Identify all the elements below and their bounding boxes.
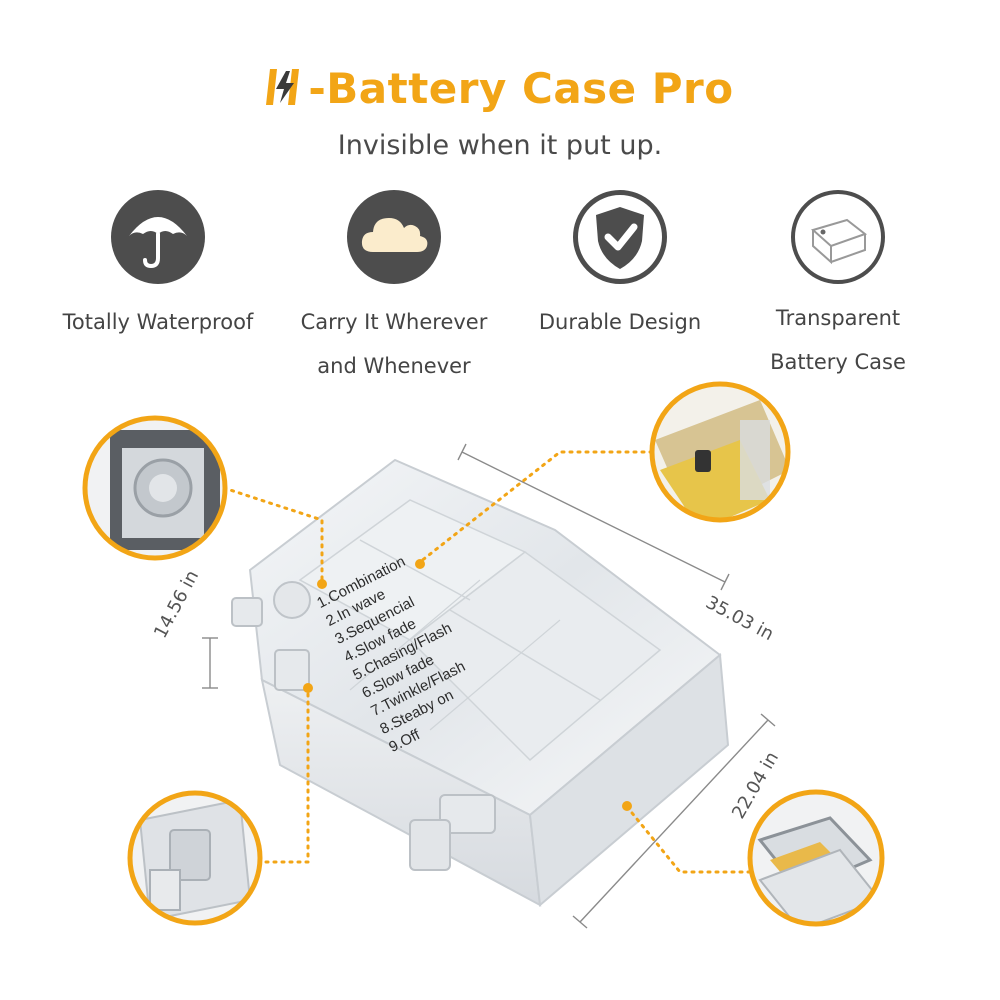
product-title: -Battery Case Pro bbox=[0, 64, 1000, 119]
feature-label-line2: Battery Case bbox=[770, 350, 906, 374]
product-title-text: -Battery Case Pro bbox=[308, 64, 734, 113]
product-subtitle: Invisible when it put up. bbox=[337, 130, 663, 161]
zoom-detail-seal bbox=[747, 789, 885, 927]
dimension-lines bbox=[202, 443, 776, 929]
callout-lines bbox=[222, 450, 752, 874]
zoom-detail-corner bbox=[649, 381, 791, 523]
box-icon bbox=[791, 190, 885, 284]
zoom-detail-latch bbox=[82, 415, 228, 561]
feature-label: Durable Design bbox=[538, 310, 702, 334]
zoom-detail-hinge bbox=[127, 790, 263, 926]
cloud-icon bbox=[347, 190, 441, 284]
feature-carry: Carry It Wherever and Whenever bbox=[274, 190, 514, 388]
feature-label: Totally Waterproof bbox=[62, 310, 254, 334]
h-lightning-logo-icon bbox=[266, 65, 306, 119]
battery-case-body bbox=[231, 458, 730, 907]
feature-label-line2: and Whenever bbox=[317, 354, 471, 378]
feature-transparent: Transparent Battery Case bbox=[718, 190, 958, 384]
shield-check-icon bbox=[573, 190, 667, 284]
umbrella-icon bbox=[111, 190, 205, 284]
feature-durable: Durable Design bbox=[500, 190, 740, 344]
feature-waterproof: Totally Waterproof bbox=[38, 190, 278, 344]
feature-label: Carry It Wherever bbox=[300, 310, 488, 334]
feature-label: Transparent bbox=[775, 306, 901, 330]
